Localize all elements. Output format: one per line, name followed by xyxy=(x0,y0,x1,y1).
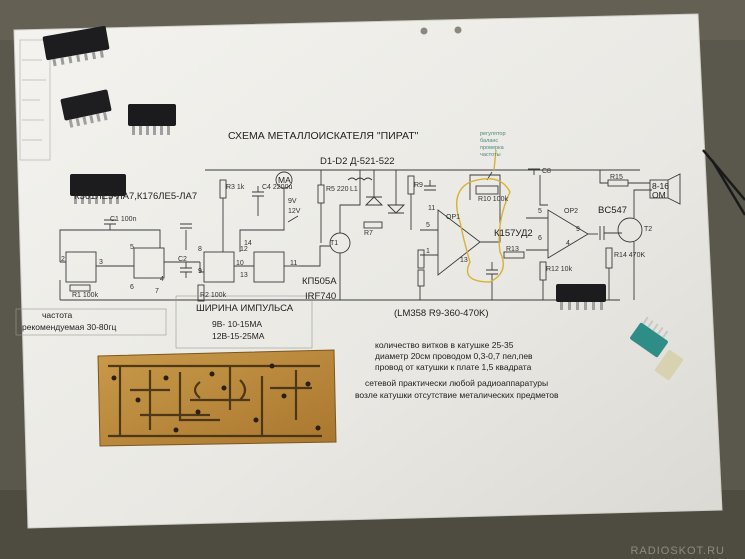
pcb-board xyxy=(97,349,337,447)
opamp-2-symbol xyxy=(547,209,589,259)
speaker-label: 8-16 ОМ xyxy=(652,181,670,201)
coil-note-2: диаметр 20см проводом 0,3-0,7 пел,пев xyxy=(375,351,533,361)
transistor-alt-label: IRF740 xyxy=(305,291,337,302)
meter-label: MA xyxy=(278,175,291,185)
transistor-label: КП505А xyxy=(302,276,337,287)
coil-note-3: провод от катушки к плате 1,5 квадрата xyxy=(375,362,532,372)
part-label: OP2 xyxy=(564,208,579,215)
pencil-note: регулятор баланс проверка частоты xyxy=(480,131,506,158)
speaker-box xyxy=(649,179,669,199)
transistor-t2-symbol xyxy=(617,217,643,243)
pin-number: 11 xyxy=(428,205,436,212)
part-label: R7 xyxy=(364,230,373,237)
dip-chip xyxy=(70,174,126,204)
part-label: R2 100k xyxy=(200,292,227,299)
binder-hole xyxy=(454,26,462,34)
part-label: R9 xyxy=(414,182,423,189)
pin-number: 4 xyxy=(566,240,570,247)
svg-text:баланс: баланс xyxy=(480,138,498,144)
dip-chip xyxy=(128,104,176,135)
pulse-note-box xyxy=(175,295,313,349)
schematic-title: СХЕМА МЕТАЛЛОИСКАТЕЛЯ "ПИРАТ" xyxy=(228,130,419,142)
frequency-label: частота xyxy=(42,310,73,320)
part-label: R12 10k xyxy=(546,266,573,273)
output-transistor-label: BC547 xyxy=(598,205,628,216)
pin-number: 14 xyxy=(244,240,252,247)
pin-number: 11 xyxy=(290,260,298,267)
opamp-1-symbol xyxy=(437,209,481,276)
pulse-9v: 9В- 10-15МА xyxy=(212,319,263,329)
pin-number: 4 xyxy=(160,276,164,283)
schematic-drawing xyxy=(59,168,681,302)
frequency-value: рекомендуемая 30-80гц xyxy=(22,322,117,332)
part-label: L1 xyxy=(350,186,358,193)
opamp-alt-label: (LM358 R9-360-470K) xyxy=(394,308,489,319)
opamp-label: К157УД2 xyxy=(494,228,533,239)
svg-text:проверка: проверка xyxy=(480,145,505,151)
network-note-2: возле катушки отсутствие металических пр… xyxy=(355,390,559,400)
part-label: T1 xyxy=(330,240,339,247)
part-label: R1 100k xyxy=(72,292,99,299)
pin-number: 5 xyxy=(426,222,430,229)
pin-number: 10 xyxy=(236,260,244,267)
pin-number: 5 xyxy=(130,244,134,251)
svg-text:частоты: частоты xyxy=(480,152,501,158)
part-label: R3 1k xyxy=(226,184,245,191)
pencil-annotation xyxy=(456,149,511,283)
part-label: R14 470K xyxy=(614,252,646,259)
part-label: OP1 xyxy=(446,214,461,221)
part-label: T2 xyxy=(644,226,653,233)
part-label: 12V xyxy=(288,208,301,215)
pin-number: 6 xyxy=(130,284,134,291)
part-label: C1 100n xyxy=(110,216,137,223)
gate-3 xyxy=(203,251,235,283)
gate-2 xyxy=(133,247,165,279)
push-switch xyxy=(630,316,684,381)
part-label: R15 xyxy=(610,174,623,181)
pin-number: 2 xyxy=(61,256,65,263)
watermark: RADIOSKOT.RU xyxy=(630,545,725,557)
svg-text:регулятор: регулятор xyxy=(480,131,506,137)
pin-number: 13 xyxy=(240,272,248,279)
dip-chip xyxy=(42,25,110,67)
diodes-label: D1-D2 Д-521-522 xyxy=(320,156,395,167)
part-label: C2 xyxy=(178,256,187,263)
pin-number: 9 xyxy=(576,226,580,233)
coil-note-1: количество витков в катушке 25-35 xyxy=(375,340,514,350)
gate-4 xyxy=(253,251,285,283)
gate-1 xyxy=(65,251,97,283)
network-note-1: сетевой практически любой радиоаппаратур… xyxy=(365,378,549,388)
tweezers xyxy=(702,149,745,216)
dip-chip xyxy=(556,284,606,310)
pin-number: 3 xyxy=(99,259,103,266)
pulse-12v: 12В-15-25МА xyxy=(212,331,265,341)
part-label: R10 100k xyxy=(478,196,508,203)
freq-note-box xyxy=(15,308,167,336)
pin-number: 13 xyxy=(460,257,468,264)
paper-sheet xyxy=(13,13,723,529)
dip-chip xyxy=(60,89,112,128)
pin-number: 7 xyxy=(155,288,159,295)
pcb-ghost-print xyxy=(19,39,51,161)
pin-number: 12 xyxy=(240,246,248,253)
part-label: R5 220 xyxy=(326,186,349,193)
pin-number: 6 xyxy=(538,235,542,242)
pin-number: 5 xyxy=(538,208,542,215)
chip-type-label: К561ЛЕ5-ЛА7,К176ЛЕ5-ЛА7 xyxy=(74,191,198,202)
pin-number: 8 xyxy=(198,246,202,253)
part-label: C8 xyxy=(542,168,551,175)
pin-number: 9 xyxy=(198,268,202,275)
pulse-width-title: ШИРИНА ИМПУЛЬСА xyxy=(196,303,294,314)
pin-number: 1 xyxy=(426,248,430,255)
part-label: 9V xyxy=(288,198,297,205)
binder-hole xyxy=(420,27,428,35)
part-label: C4 2200u xyxy=(262,184,293,191)
part-label: R13 xyxy=(506,246,519,253)
